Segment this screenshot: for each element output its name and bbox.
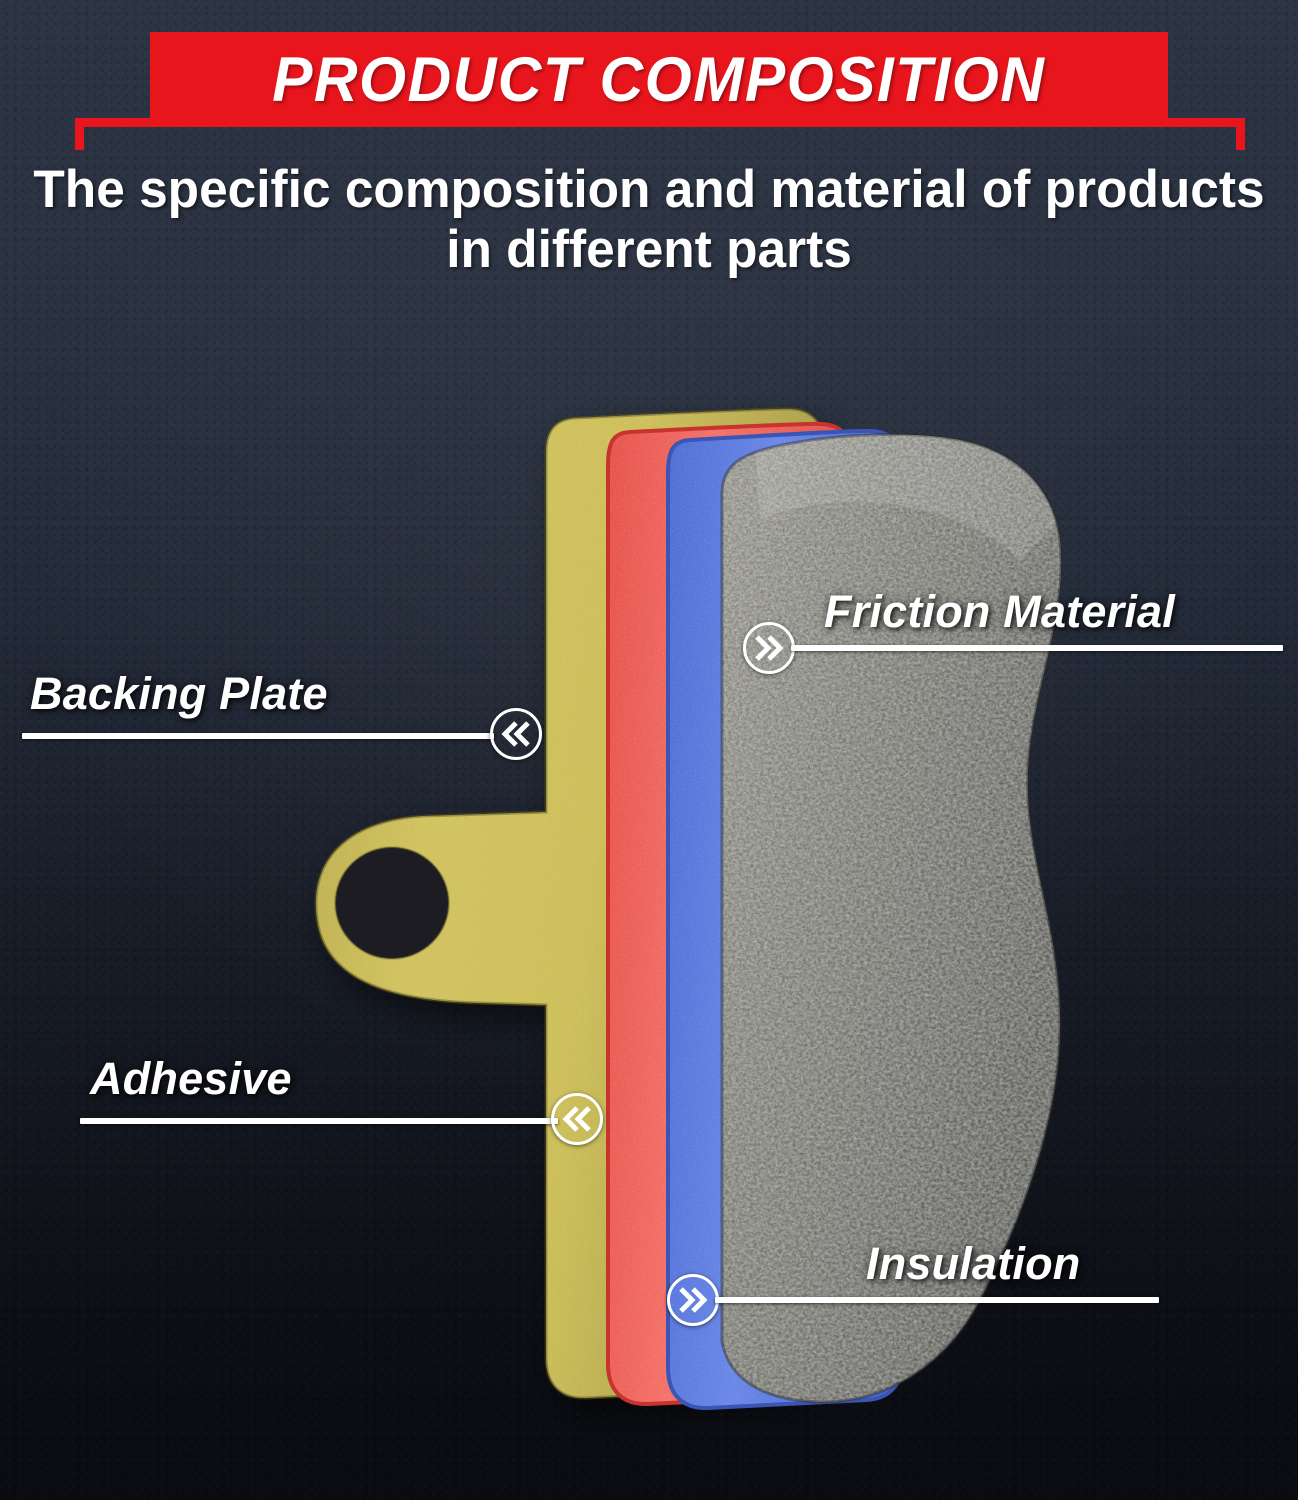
chevron-double-right-icon [667, 1274, 719, 1326]
chevron-double-left-icon [490, 708, 542, 760]
callout-leader-line [715, 1297, 1159, 1303]
layer-backing-plate [314, 407, 826, 1400]
callout-label-insulation: Insulation [866, 1238, 1081, 1289]
layer-adhesive [606, 421, 856, 1407]
callout-label-backing-plate: Backing Plate [30, 668, 328, 719]
subtitle-text: The specific composition and material of… [33, 160, 1265, 280]
callout-leader-line [22, 733, 494, 739]
chevron-double-right-icon [743, 622, 795, 674]
bracket-tick-left [75, 118, 84, 150]
callout-label-adhesive: Adhesive [90, 1053, 292, 1104]
page-title: PRODUCT COMPOSITION [272, 44, 1046, 115]
chevron-double-left-icon [551, 1093, 603, 1145]
callout-label-friction-material: Friction Material [824, 586, 1175, 637]
title-banner: PRODUCT COMPOSITION [150, 32, 1168, 127]
callout-leader-line [791, 645, 1283, 651]
callout-leader-line [80, 1118, 558, 1124]
bracket-tick-right [1236, 118, 1245, 150]
